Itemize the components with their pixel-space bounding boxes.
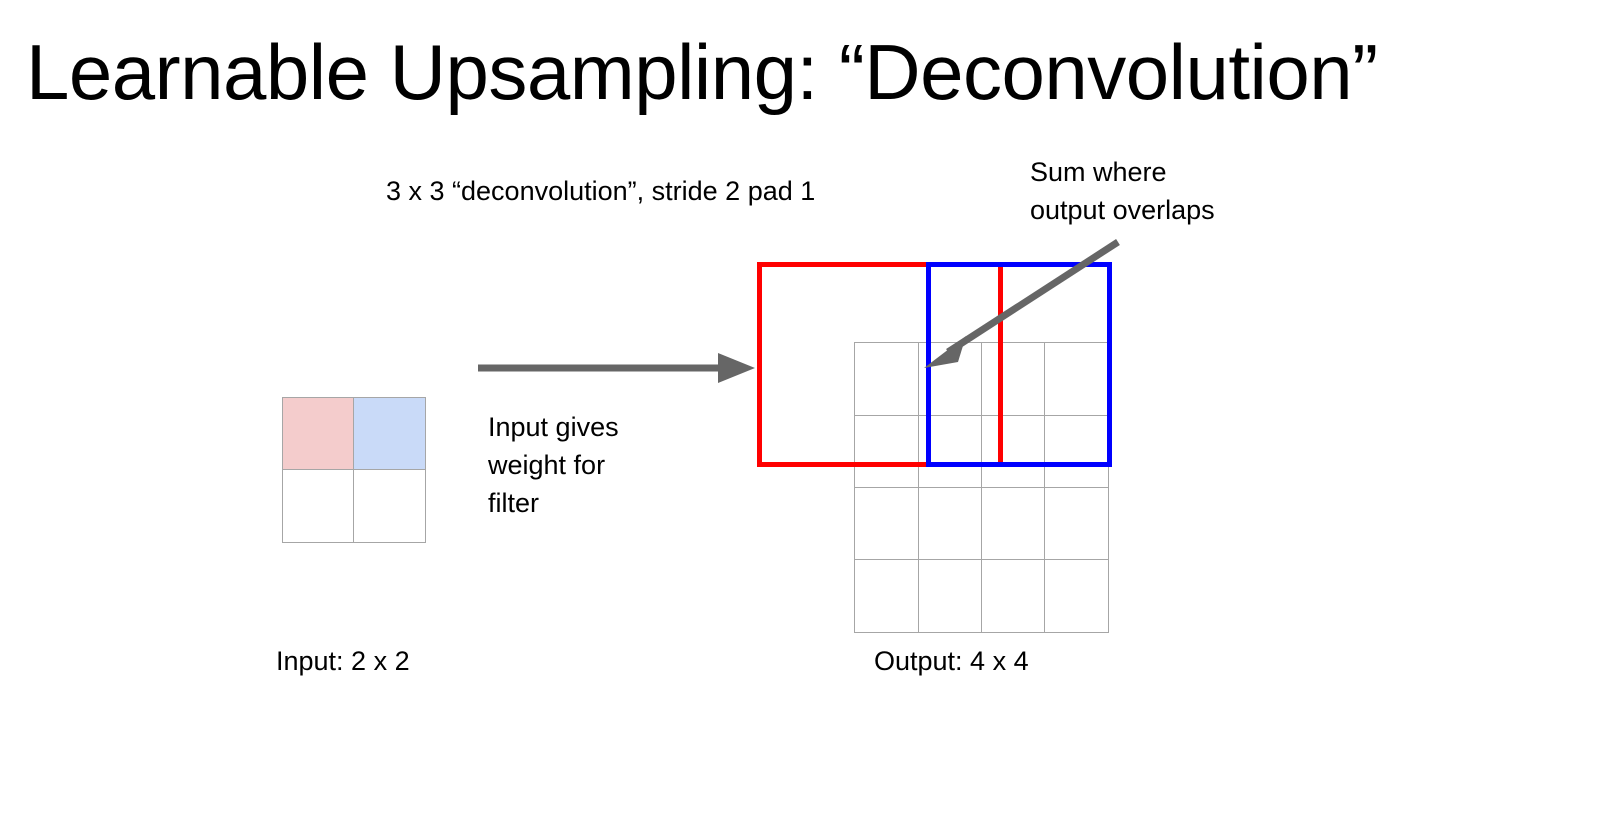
blue-filter-footprint [926, 262, 1112, 467]
input-caption: Input: 2 x 2 [276, 646, 410, 676]
output-caption: Output: 4 x 4 [874, 646, 1029, 676]
output-cell-r2c0 [854, 486, 919, 561]
output-cell-r3c2 [980, 559, 1046, 633]
sum-overlap-callout-arrow [924, 239, 1120, 368]
input-weight-note: Input gives weight for filter [488, 412, 619, 518]
output-cell-r2c2 [980, 486, 1046, 561]
sum-overlap-note: Sum where output overlaps [1030, 157, 1215, 225]
output-cell-r3c3 [1044, 559, 1109, 633]
output-cell-r3c1 [917, 559, 983, 633]
output-cell-r2c3 [1044, 486, 1109, 561]
input-to-output-arrow [478, 353, 755, 383]
deconvolution-params-label: 3 x 3 “deconvolution”, stride 2 pad 1 [386, 176, 816, 206]
input-cell-r1c1 [353, 469, 426, 543]
input-cell-r0c1 [353, 397, 426, 471]
output-cell-r2c1 [917, 486, 983, 561]
page-title: Learnable Upsampling: “Deconvolution” [26, 28, 1378, 116]
input-grid [282, 397, 426, 543]
red-filter-footprint [757, 262, 1003, 467]
input-cell-r0c0 [282, 397, 355, 471]
input-cell-r1c0 [282, 469, 355, 543]
output-cell-r3c0 [854, 559, 919, 633]
